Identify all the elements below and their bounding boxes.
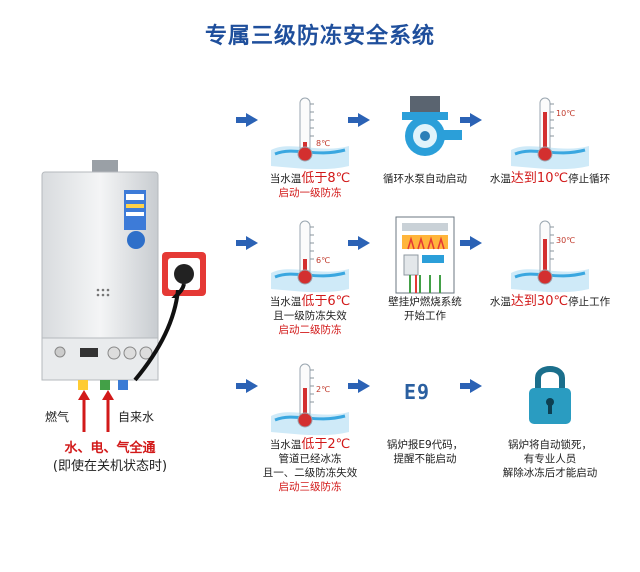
trigger-caption-line: 当水温低于2℃ [255, 438, 365, 452]
trigger-caption-text: 当水温 [269, 439, 302, 451]
svg-text:8℃: 8℃ [316, 139, 330, 148]
burner-icon [380, 215, 470, 295]
result-caption-text: 解除冰冻后才能启动 [502, 467, 598, 479]
lock-icon [505, 358, 595, 438]
result-caption: 锅炉将自动锁死， 有专业人员解除冰冻后才能启动 [480, 438, 620, 480]
trigger-caption-text: 低于6℃ [301, 294, 351, 309]
action-caption: 壁挂炉燃烧系统开始工作 [370, 295, 480, 323]
result-caption-text: 水温 [489, 296, 511, 308]
action-caption-text: 开始工作 [404, 310, 446, 322]
result-caption-line: 水温达到30℃停止工作 [480, 295, 620, 309]
result-caption: 水温达到10℃停止循环 [480, 172, 620, 186]
trigger-caption-text: 启动三级防冻 [278, 481, 342, 493]
result-caption-line: 解除冰冻后才能启动 [480, 466, 620, 480]
action-caption-line: 循环水泵自动启动 [370, 172, 480, 186]
trigger-caption-text: 且一级防冻失效 [273, 310, 347, 322]
result-caption-text: 达到10℃ [510, 171, 569, 186]
thermometer-icon: 8℃ [265, 92, 355, 172]
result-cell: 30℃ 水温达到30℃停止工作 [480, 215, 620, 309]
pump-icon [380, 92, 470, 172]
action-caption-text: 循环水泵自动启动 [383, 173, 467, 185]
boiler-icon [41, 160, 159, 390]
flow-arrow-icon [460, 112, 482, 127]
flow-arrow-icon [236, 378, 258, 393]
action-caption-line: 提醒不能启动 [370, 452, 480, 466]
trigger-caption-text: 管道已经冰冻 [278, 453, 342, 465]
trigger-caption-text: 且一、二级防冻失效 [262, 467, 358, 479]
supply-note-line2: (即使在关机状态时) [52, 459, 168, 474]
action-cell: 循环水泵自动启动 [370, 92, 480, 186]
flow-arrow-icon [236, 235, 258, 250]
e9-code: E9 [380, 358, 470, 438]
svg-text:10℃: 10℃ [556, 109, 575, 118]
error-code: E9 [404, 380, 431, 404]
thermometer-icon: 2℃ [265, 358, 355, 438]
trigger-caption-line: 且一、二级防冻失效 [255, 466, 365, 480]
action-caption-line: 锅炉报E9代码， [370, 438, 480, 452]
action-caption: 锅炉报E9代码， 提醒不能启动 [370, 438, 480, 466]
supply-note-line1: 水、电、气全通 [64, 441, 156, 456]
trigger-caption-line: 管道已经冰冻 [255, 452, 365, 466]
trigger-caption-text: 低于2℃ [301, 437, 351, 452]
result-caption-text: 锅炉将自动锁死， [508, 439, 592, 451]
supply-note: 水、电、气全通 (即使在关机状态时) [20, 440, 200, 476]
flow-arrow-icon [348, 235, 370, 250]
thermometer-icon: 10℃ [505, 92, 595, 172]
trigger-caption-text: 启动一级防冻 [278, 187, 342, 199]
action-caption-line: 壁挂炉燃烧系统 [370, 295, 480, 309]
svg-text:2℃: 2℃ [316, 385, 330, 394]
action-caption-text: 提醒不能启动 [393, 453, 457, 465]
trigger-caption-line: 启动一级防冻 [255, 186, 365, 200]
trigger-caption-line: 当水温低于6℃ [255, 295, 365, 309]
result-caption-text: 水温 [489, 173, 511, 185]
page-title: 专属三级防冻安全系统 [204, 24, 435, 49]
flow-arrow-icon [460, 378, 482, 393]
gas-label: 燃气 [45, 410, 70, 424]
result-caption-text: 停止工作 [568, 296, 611, 308]
thermometer-icon: 30℃ [505, 215, 595, 295]
trigger-caption-text: 低于8℃ [301, 171, 351, 186]
supply-arrows-icon [78, 390, 114, 432]
result-caption-text: 达到30℃ [510, 294, 569, 309]
thermometer-icon: 6℃ [265, 215, 355, 295]
trigger-caption-text: 当水温 [269, 173, 302, 185]
result-caption-line: 水温达到10℃停止循环 [480, 172, 620, 186]
result-caption-line: 有专业人员 [480, 452, 620, 466]
trigger-caption-text: 启动二级防冻 [278, 324, 342, 336]
water-label: 自来水 [118, 410, 155, 424]
result-caption: 水温达到30℃停止工作 [480, 295, 620, 309]
trigger-caption-text: 当水温 [269, 296, 302, 308]
flow-arrow-icon [348, 378, 370, 393]
trigger-caption-line: 当水温低于8℃ [255, 172, 365, 186]
action-cell: 壁挂炉燃烧系统开始工作 [370, 215, 480, 323]
action-caption-text: 锅炉报E9代码， [386, 439, 464, 451]
trigger-caption-line: 启动二级防冻 [255, 323, 365, 337]
result-caption-text: 停止循环 [568, 173, 611, 185]
svg-text:30℃: 30℃ [556, 236, 575, 245]
action-caption-line: 开始工作 [370, 309, 480, 323]
result-caption-line: 锅炉将自动锁死， [480, 438, 620, 452]
result-cell: 10℃ 水温达到10℃停止循环 [480, 92, 620, 186]
action-caption-text: 壁挂炉燃烧系统 [388, 296, 462, 308]
trigger-caption-line: 且一级防冻失效 [255, 309, 365, 323]
flow-arrow-icon [348, 112, 370, 127]
trigger-caption-line: 启动三级防冻 [255, 480, 365, 494]
flow-arrow-icon [460, 235, 482, 250]
power-cord-icon [133, 290, 180, 382]
action-caption: 循环水泵自动启动 [370, 172, 480, 186]
result-caption-text: 有专业人员 [523, 453, 577, 465]
flow-arrow-icon [236, 112, 258, 127]
result-cell: 锅炉将自动锁死， 有专业人员解除冰冻后才能启动 [480, 358, 620, 480]
action-cell: E9 锅炉报E9代码， 提醒不能启动 [370, 358, 480, 466]
svg-text:6℃: 6℃ [316, 256, 330, 265]
